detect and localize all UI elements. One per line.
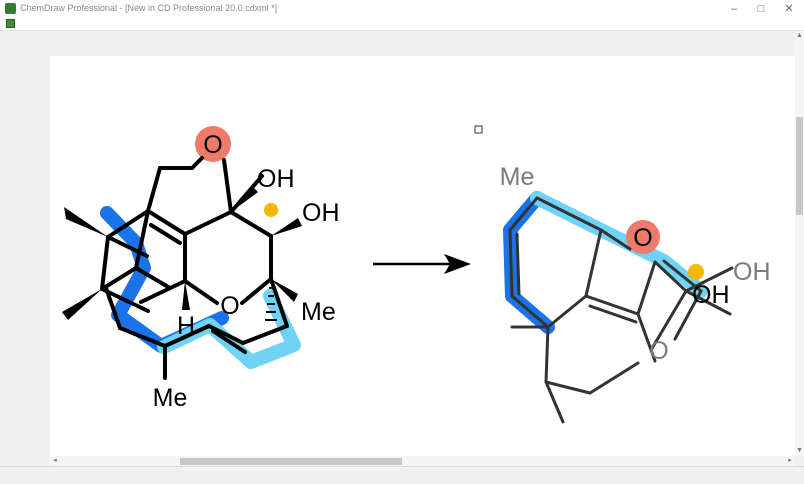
reaction-arrow [373,254,471,274]
product-me: Me [500,163,535,191]
title-bar: ChemDraw Professional - [New in CD Profe… [0,0,804,18]
reactant-hashed-bond [265,287,277,321]
reactant-oh-1: OH [257,165,295,193]
product-oxygen-highlight [626,220,660,254]
reaction-scheme: O OH OH O Me H Me [62,125,771,424]
scroll-down-icon[interactable]: ▼ [796,447,803,454]
reactant-wedge-me [271,279,298,302]
reactant-o-top: O [203,131,222,159]
vertical-scroll-thumb[interactable] [796,117,803,215]
app-icon [5,3,16,14]
reactant-wedge-methyl-bottom [62,289,102,320]
scroll-up-icon[interactable]: ▲ [796,32,803,39]
reactant-oxygen-highlight [195,126,231,162]
reactant-me-bottom: Me [153,384,188,412]
selection-handle[interactable] [474,125,483,134]
product-oh-bottom: OH [692,281,730,309]
reactant-h: H [177,312,195,340]
product-stereocenter-highlight [688,264,704,280]
reactant-o-ring: O [220,292,239,320]
horizontal-scroll-thumb[interactable] [180,458,402,465]
reactant-oh-2: OH [302,199,340,227]
reactant-wedge-oh [271,218,302,236]
close-button[interactable]: ✕ [784,3,794,15]
drawing-canvas[interactable]: O OH OH O Me H Me [50,56,795,456]
product-bonds [508,196,734,424]
reactant-wedge-oh-top [231,186,258,212]
scroll-right-icon[interactable]: ▸ [788,457,792,464]
product-oh-top: OH [733,258,771,286]
product-highlight-dark-blue [503,191,555,334]
reactant-me-right: Me [301,298,336,326]
product-o-top: O [633,224,652,252]
reactant-bonds [100,156,289,380]
product-o-ring: O [649,337,668,365]
horizontal-scrollbar[interactable]: ◂ ▸ [50,456,795,466]
vertical-scrollbar[interactable]: ▲ ▼ [795,31,804,456]
minimize-button[interactable]: – [730,3,738,15]
reactant-wedge-h [182,281,190,310]
document-icon[interactable] [6,19,15,28]
scroll-left-icon[interactable]: ◂ [53,457,57,464]
maximize-button[interactable]: □ [757,3,765,15]
window-title: ChemDraw Professional - [New in CD Profe… [20,3,278,13]
toolbar [0,18,804,31]
status-bar [0,466,804,484]
reactant-wedge-methyl-top [64,207,108,237]
workspace: O OH OH O Me H Me [0,31,795,456]
reactant-stereocenter-highlight [264,203,278,217]
